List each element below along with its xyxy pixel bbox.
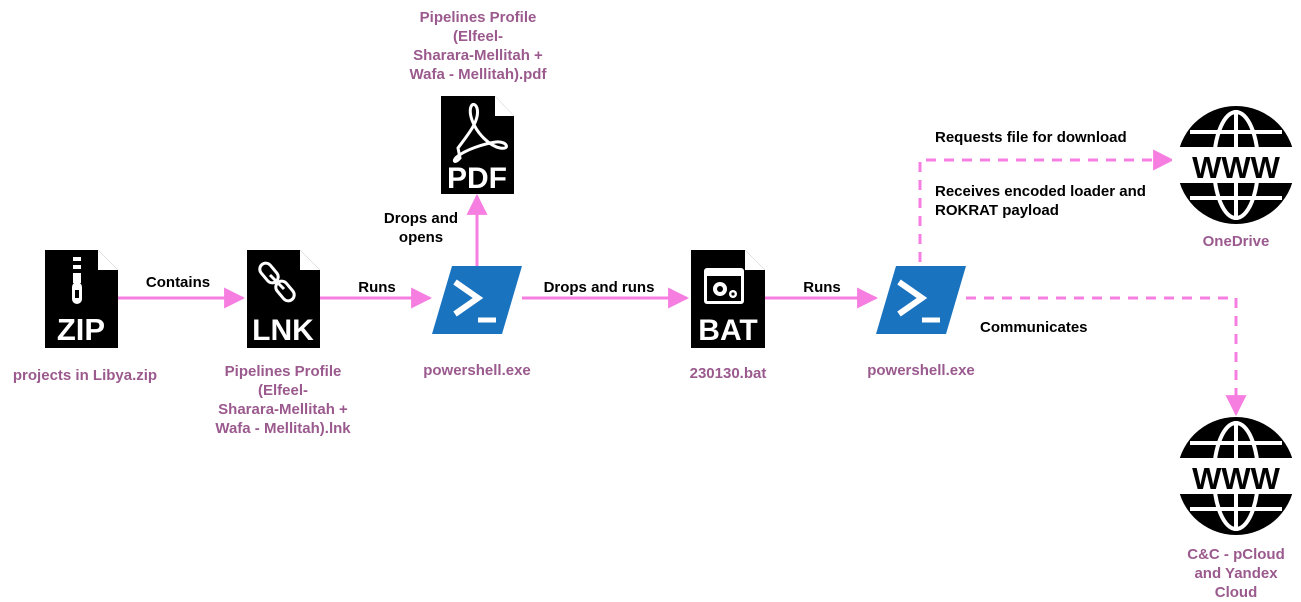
onedrive-www-text: WWW xyxy=(1192,150,1281,185)
edge-label-contains: Contains xyxy=(145,274,211,291)
gear-icon xyxy=(713,282,737,298)
lnk-icon-text: LNK xyxy=(252,314,314,347)
bat-label: 230130.bat xyxy=(689,365,767,382)
edge-powershell-to-onedrive xyxy=(918,149,1175,262)
globe-icon: WWW xyxy=(1172,417,1300,535)
acrobat-icon xyxy=(452,103,508,163)
cc-www-text: WWW xyxy=(1192,461,1281,496)
powershell-label-2: powershell.exe xyxy=(867,362,975,379)
zip-file-icon: ZIP xyxy=(45,250,118,348)
chain-link-icon xyxy=(258,261,296,303)
onedrive-label: OneDrive xyxy=(1202,233,1270,250)
lnk-label: Pipelines Profile (Elfeel- Sharara-Melli… xyxy=(215,363,351,437)
edge-label-communicates: Communicates xyxy=(980,319,1088,336)
edge-label-requests-file: Requests file for download xyxy=(935,129,1127,146)
bat-file-icon: BAT xyxy=(691,250,765,348)
globe-icon: WWW xyxy=(1172,106,1300,224)
powershell-icon xyxy=(876,266,966,334)
edges xyxy=(118,149,1247,417)
edge-label-drops-and-runs: Drops and runs xyxy=(543,279,655,296)
zip-icon-text: ZIP xyxy=(57,312,105,347)
powershell-label-1: powershell.exe xyxy=(423,362,531,379)
pdf-file-icon: PDF xyxy=(441,96,514,195)
edge-label-drops-and-opens: Drops and opens xyxy=(383,210,459,246)
edge-label-runs-2: Runs xyxy=(803,279,841,296)
cc-label: C&C - pCloud and Yandex Cloud xyxy=(1187,546,1285,601)
lnk-file-icon: LNK xyxy=(247,250,320,348)
bat-icon-text: BAT xyxy=(698,314,757,347)
edge-powershell-to-cc xyxy=(966,296,1247,417)
powershell-icon xyxy=(432,266,522,334)
zip-label: projects in Libya.zip xyxy=(12,367,158,384)
edge-label-receives-payload: Receives encoded loader and ROKRAT paylo… xyxy=(935,183,1146,219)
pdf-icon-text: PDF xyxy=(447,162,507,195)
edge-label-runs-1: Runs xyxy=(358,279,396,296)
pdf-label: Pipelines Profile (Elfeel- Sharara-Melli… xyxy=(409,9,547,83)
